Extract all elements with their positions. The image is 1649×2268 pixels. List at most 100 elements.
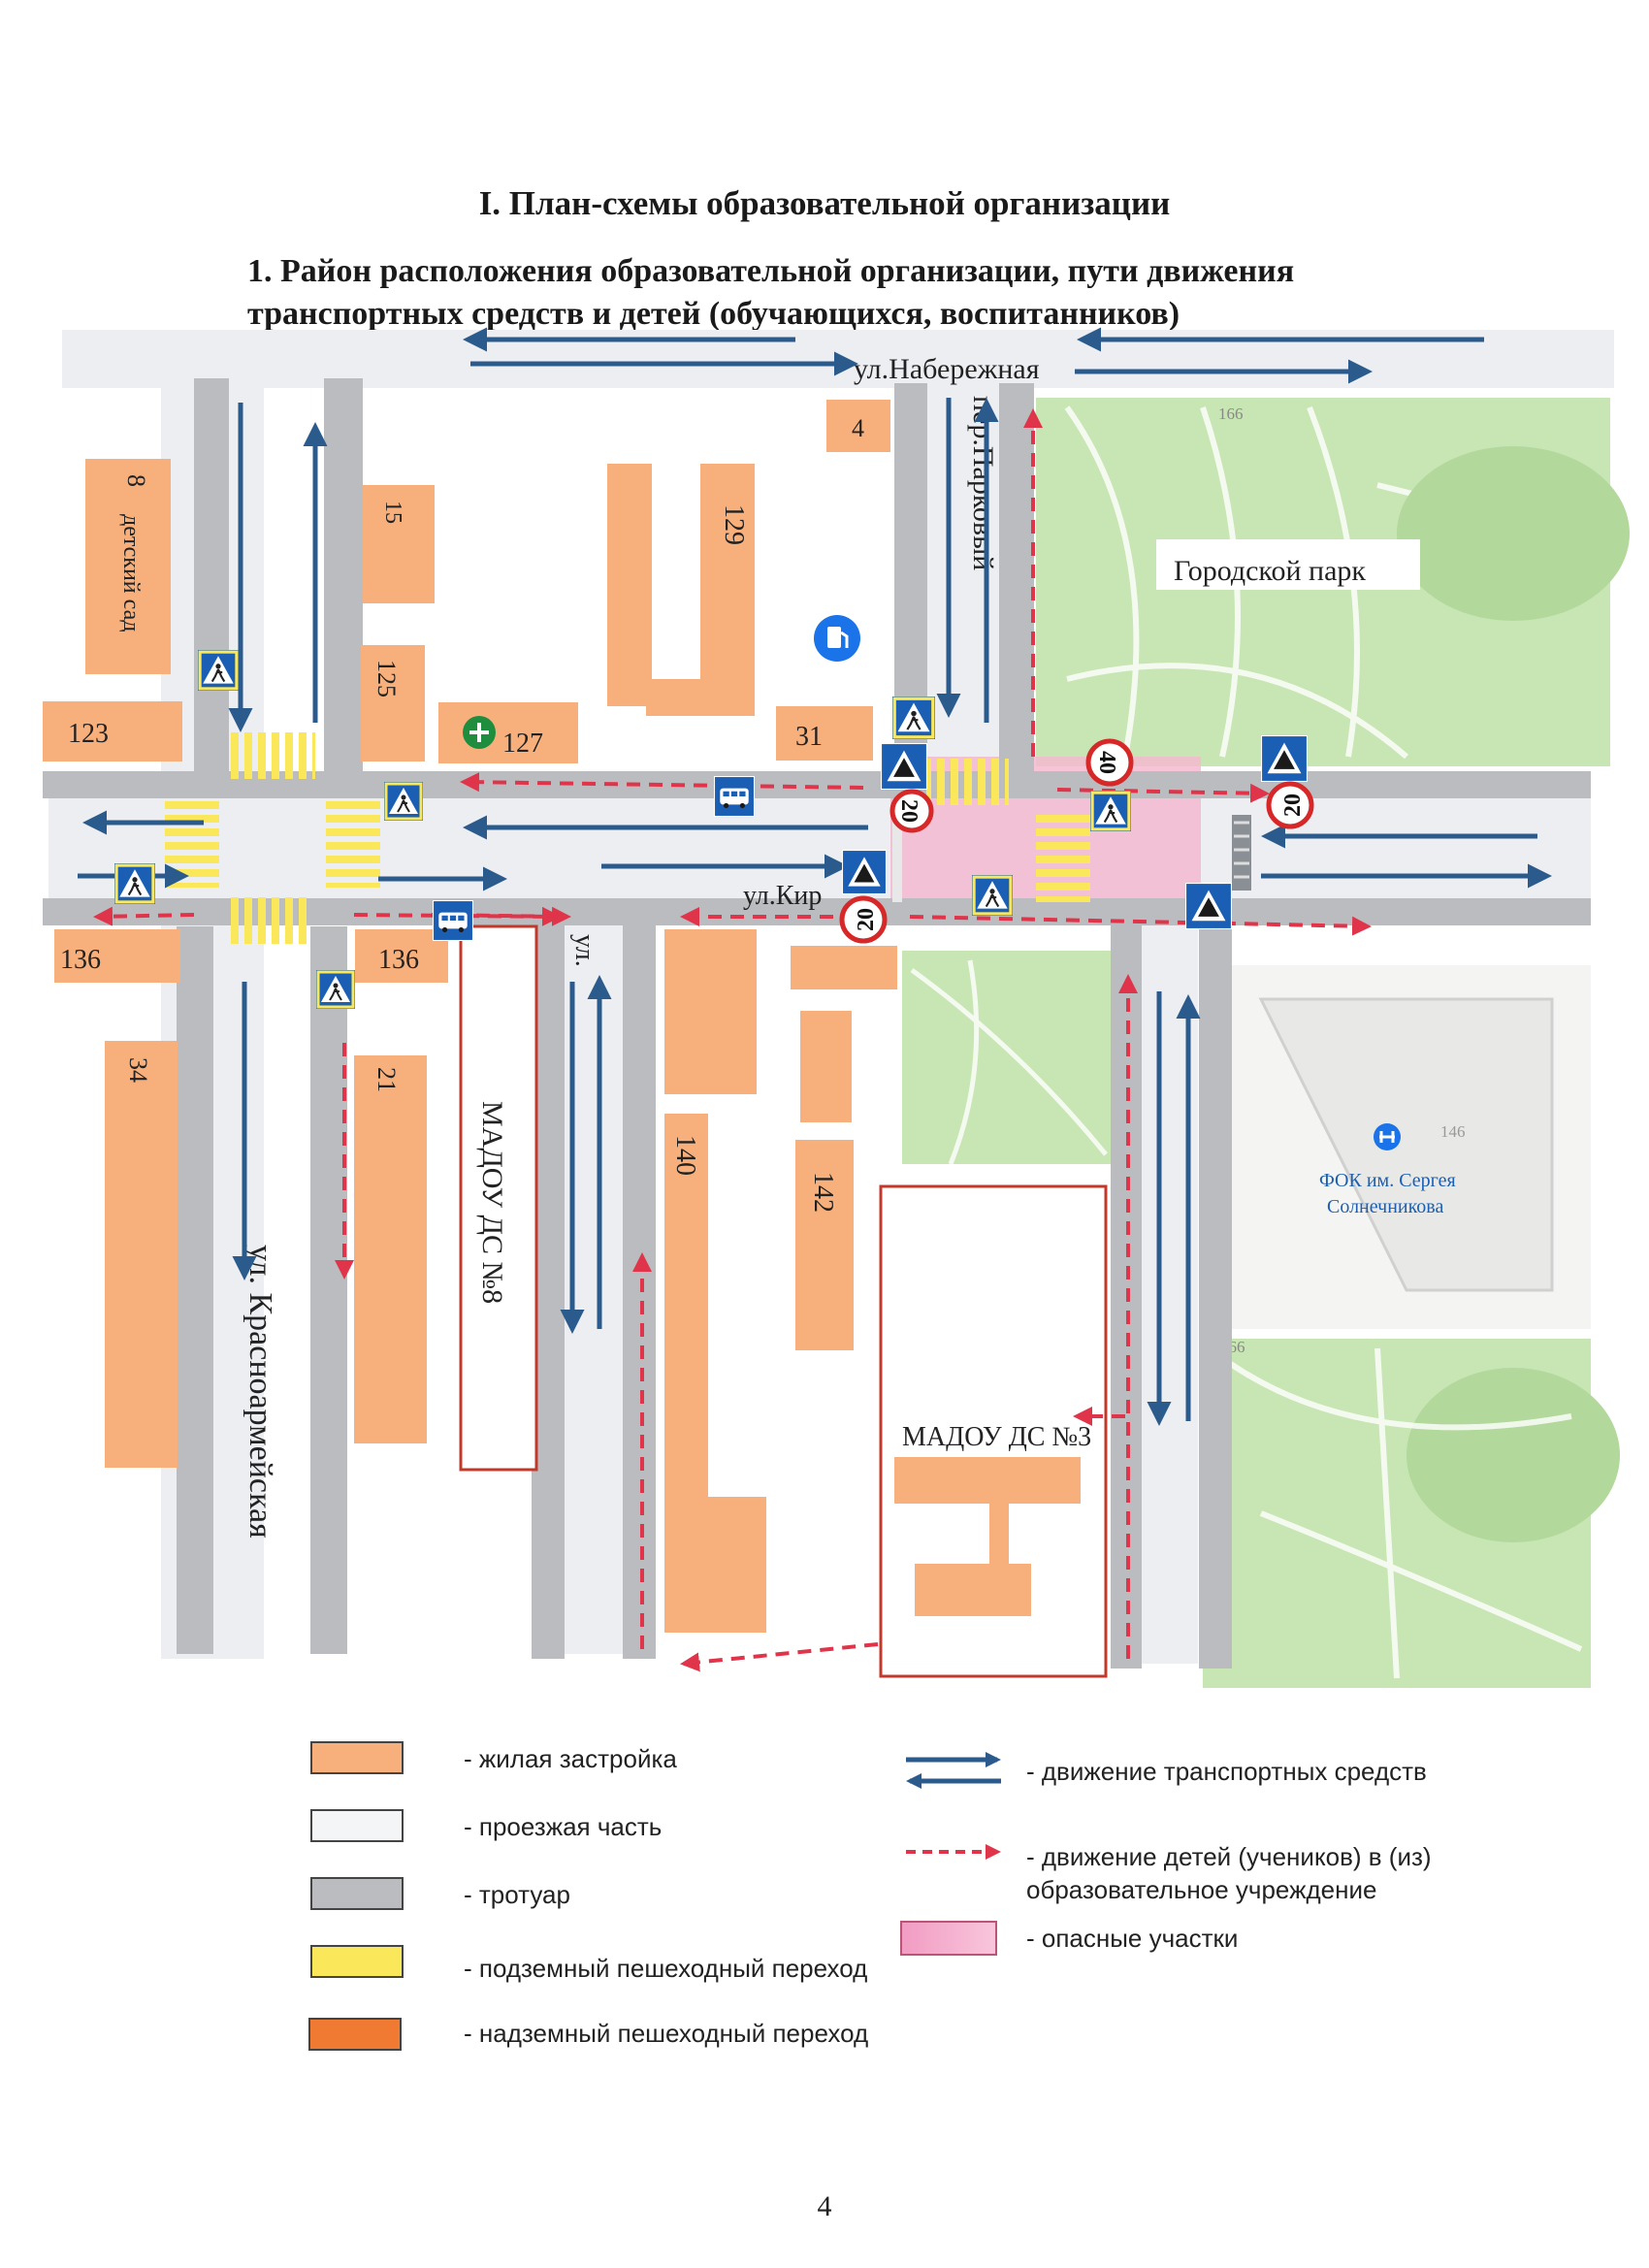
street-labels: ул.Набережная пер.Парковый ул.Кир ул. Кр… — [242, 353, 1040, 1539]
legend-children-movement-label-line2: образовательное учреждение — [1026, 1875, 1377, 1904]
madou-3-building-top — [894, 1457, 1081, 1504]
street-plan-map: 166 166 8 детский сад 15 125 — [43, 327, 1630, 1688]
madou-8-label: МАДОУ ДС №8 — [476, 1101, 508, 1304]
speed-limit-sign-icon — [889, 789, 934, 833]
pedestrian-crossing-sign-icon — [198, 650, 239, 691]
legend-residential-label: - жилая застройка — [464, 1744, 677, 1773]
building-4 — [826, 400, 890, 452]
building-140-top — [664, 929, 757, 1094]
give-way-sign-icon — [1185, 883, 1232, 929]
speed-sign-20b: 20 — [1280, 794, 1306, 817]
madou-3-building-bottom — [915, 1564, 1031, 1616]
building-142 — [795, 1140, 854, 1350]
give-way-sign-icon — [1261, 735, 1308, 782]
pedestrian-crossing-sign-icon — [1090, 791, 1131, 831]
dumbbell-glyph — [1379, 1131, 1395, 1143]
legend-children-arrow-icon — [906, 1844, 1001, 1860]
legend-underground-crossing-swatch — [310, 1945, 404, 1978]
legend-danger-swatch — [900, 1921, 997, 1956]
street-parkovy: пер.Парковый — [967, 396, 999, 570]
building-8-number: 8 — [122, 474, 150, 487]
road-signs: 20 40 20 20 — [114, 615, 1314, 1009]
building-8 — [85, 459, 171, 674]
building-127-number: 127 — [502, 729, 543, 759]
building-125 — [361, 645, 425, 761]
vehicle-arrows — [78, 327, 1552, 1426]
legend-overground-crossing-swatch — [308, 2018, 402, 2051]
madou-3-label: МАДОУ ДС №3 — [902, 1422, 1091, 1452]
foc-label-line2: Солнечникова — [1327, 1196, 1443, 1217]
park-labels: Городской парк 146 ФОК им. Сергея Солнеч… — [1156, 539, 1466, 1217]
park-layer: 166 166 — [902, 398, 1630, 1688]
building-123-number: 123 — [68, 719, 109, 749]
speed-limit-sign-icon — [839, 895, 888, 944]
building-125-number: 125 — [372, 660, 401, 697]
street-ul: ул. — [569, 934, 599, 967]
foc-number: 146 — [1440, 1122, 1466, 1141]
pedestrian-crossing-sign-icon — [892, 697, 935, 739]
legend-vehicle-movement-label: - движение транспортных средств — [1026, 1757, 1427, 1786]
speed-limit-sign-icon — [1085, 738, 1134, 787]
building-21 — [354, 1055, 427, 1443]
legend-residential-swatch — [310, 1741, 404, 1774]
building-142-number: 142 — [808, 1172, 838, 1213]
pedestrian-crossing-sign-icon — [384, 782, 423, 821]
building-8-caption: детский сад — [118, 514, 144, 632]
bus-stop-icon — [714, 776, 755, 817]
building-140-base — [664, 1497, 766, 1633]
madou-3-building-stem — [989, 1478, 1009, 1566]
give-way-sign-icon — [842, 850, 887, 894]
street-krasnoarmeyskaya: ул. Красноармейская — [242, 1245, 278, 1539]
building-136-right-number: 136 — [378, 945, 419, 975]
park-label: Городской парк — [1174, 555, 1366, 587]
legend-overground-crossing-label: - надземный пешеходный переход — [464, 2019, 869, 2048]
speed-sign-20a: 20 — [896, 799, 922, 823]
building-4-number: 4 — [852, 414, 864, 442]
foc-label-line1: ФОК им. Сергея — [1319, 1170, 1456, 1191]
children-arrows — [93, 408, 1372, 1672]
legend-underground-crossing-label: - подземный пешеходный переход — [464, 1954, 868, 1983]
building-15 — [363, 485, 435, 603]
building-unnumbered-b — [800, 1011, 852, 1122]
legend-roadway-label: - проезжая часть — [464, 1812, 663, 1841]
legend-children-movement-label-line1: - движение детей (учеников) в (из) — [1026, 1842, 1432, 1871]
street-kirova: ул.Кир — [743, 881, 822, 911]
building-15-number: 15 — [380, 501, 405, 524]
street-naberezhnaya: ул.Набережная — [854, 353, 1040, 385]
building-136-left-number: 136 — [60, 945, 101, 975]
legend-dangerous-areas-label: - опасные участки — [1026, 1924, 1239, 1953]
barrier — [1232, 815, 1251, 891]
give-way-sign-icon — [881, 743, 927, 790]
building-129-left-wing — [607, 464, 652, 706]
building-129-number: 129 — [719, 504, 749, 545]
page-subtitle: 1. Район расположения образовательной ор… — [247, 253, 1295, 332]
legend-roadway-swatch — [310, 1809, 404, 1842]
building-140 — [664, 1114, 708, 1497]
pedestrian-crossing-sign-icon — [972, 875, 1013, 916]
legend-sidewalk-label: - тротуар — [464, 1880, 570, 1909]
bus-stop-icon — [433, 900, 473, 941]
pedestrian-crossing-sign-icon — [114, 863, 155, 904]
speed-limit-sign-icon — [1266, 781, 1314, 829]
speed-sign-20c: 20 — [854, 908, 879, 931]
building-unnumbered-a — [791, 946, 897, 989]
buildings-layer: 8 детский сад 15 125 129 4 123 127 31 13… — [43, 400, 897, 1633]
building-34-number: 34 — [124, 1057, 152, 1083]
madou-8-area — [459, 924, 538, 1472]
speed-sign-40: 40 — [1094, 751, 1119, 774]
legend-sidewalk-swatch — [310, 1877, 404, 1910]
building-127 — [438, 702, 578, 763]
park-number-top: 166 — [1218, 405, 1244, 423]
building-31-number: 31 — [795, 722, 823, 752]
page-title: I. План-схемы образовательной организаци… — [478, 184, 1171, 222]
building-129-base — [646, 679, 755, 716]
page-number: 4 — [817, 2190, 832, 2222]
building-31 — [776, 706, 873, 761]
building-129 — [700, 464, 755, 716]
legend-vehicle-arrows-icon — [906, 1752, 1001, 1789]
pedestrian-crossing-sign-icon — [316, 970, 355, 1009]
building-140-number: 140 — [670, 1135, 700, 1176]
building-136-left — [54, 929, 180, 983]
building-123 — [43, 701, 182, 761]
